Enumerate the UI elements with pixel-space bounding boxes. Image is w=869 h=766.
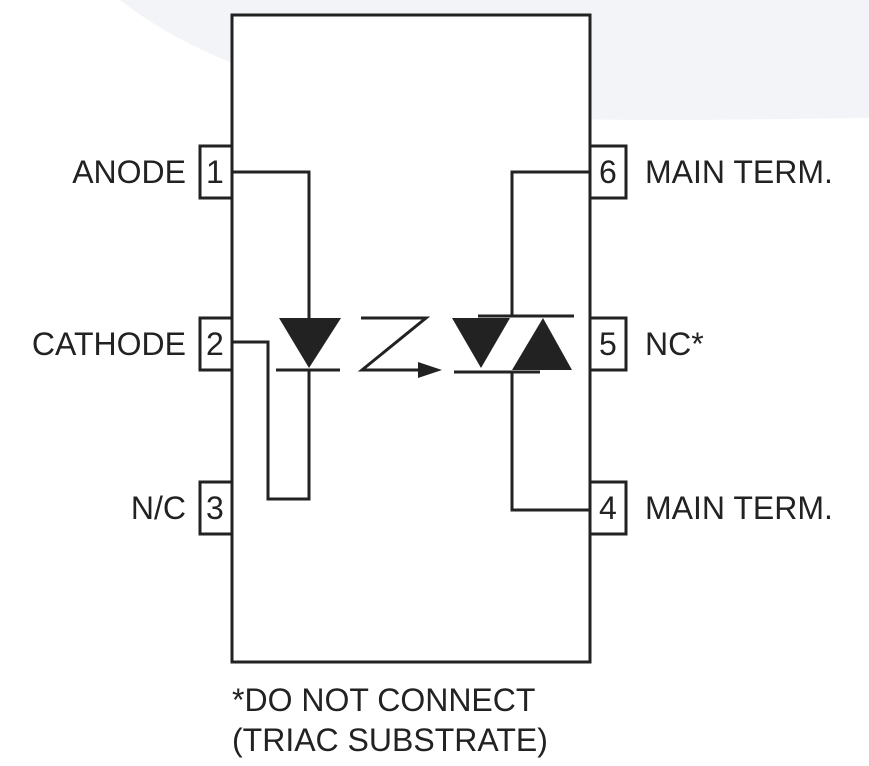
footnote-line-2: (TRIAC SUBSTRATE): [232, 722, 548, 758]
pin-5-label: NC*: [645, 326, 704, 362]
pin-3-number: 3: [206, 490, 224, 526]
pin-6-number: 6: [599, 154, 617, 190]
pin-6-label: MAIN TERM.: [645, 154, 833, 190]
pin-1-box: [198, 144, 234, 200]
pin-5-box: [588, 316, 628, 372]
pin-2-number: 2: [206, 326, 224, 362]
main-term-4-wire: [510, 372, 590, 512]
pin-4-label: MAIN TERM.: [645, 490, 833, 526]
pin-2-label: CATHODE: [31, 326, 186, 362]
led-diode-triangle: [279, 318, 341, 368]
cathode-wire: [232, 340, 311, 501]
pin-1-number: 1: [206, 154, 224, 190]
light-arrow-head: [418, 362, 442, 378]
footnote-line-1: *DO NOT CONNECT: [232, 682, 536, 718]
pin-3-label: N/C: [130, 490, 186, 526]
light-emission-zigzag: [357, 316, 431, 372]
anode-wire: [232, 170, 311, 318]
pin-3-box: [198, 480, 234, 536]
pin-2-box: [198, 316, 234, 372]
pin-1-label: ANODE: [72, 154, 186, 190]
triac-up-triangle: [512, 318, 572, 370]
main-term-6-wire: [510, 170, 590, 316]
pin-4-box: [588, 480, 628, 536]
triac-down-triangle: [452, 318, 510, 368]
pin-5-number: 5: [599, 326, 617, 362]
pin-4-number: 4: [599, 490, 617, 526]
